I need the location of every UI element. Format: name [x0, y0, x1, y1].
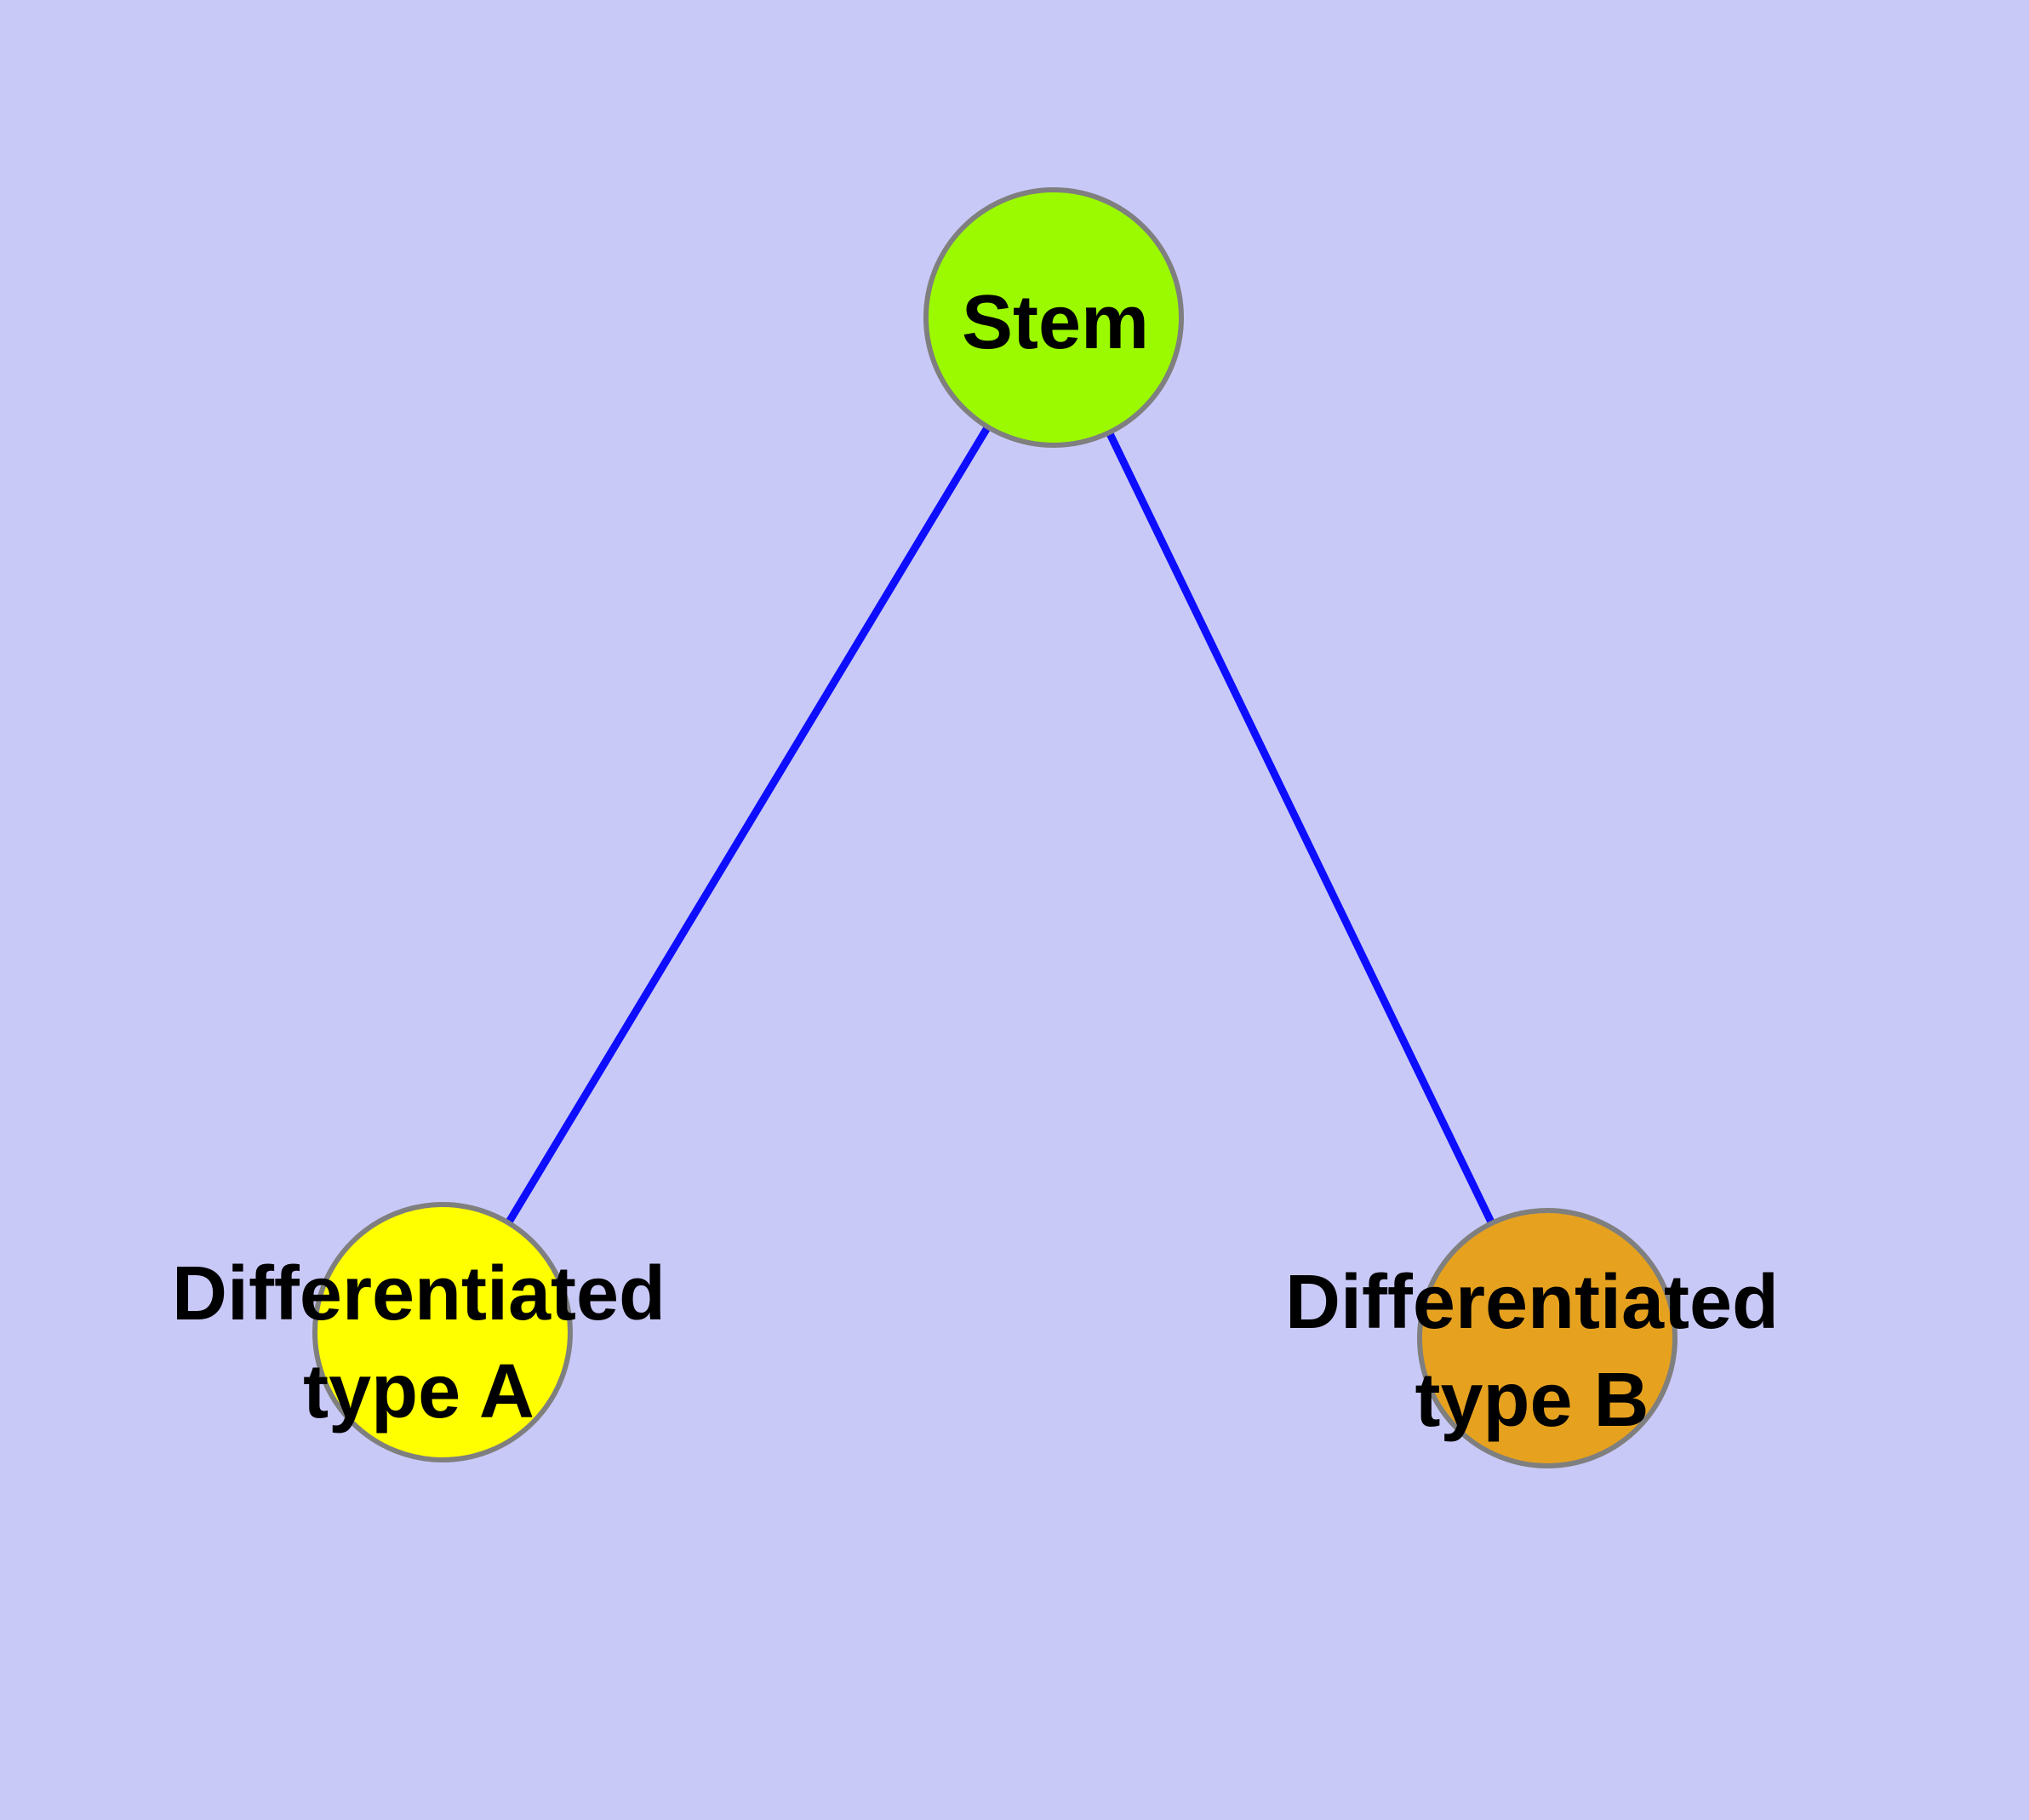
node-differentiated-type-a — [312, 1202, 573, 1462]
node-differentiated-type-b — [1417, 1208, 1677, 1468]
edge-stem-to-type-b — [1049, 316, 1552, 1340]
node-type-b-label-line1: Differentiated — [1285, 1260, 1779, 1345]
edge-stem-to-type-a — [439, 315, 1057, 1335]
node-stem-label: Stem — [962, 280, 1149, 365]
node-type-b-label-line2: type B — [1415, 1358, 1649, 1443]
node-type-a-label-line2: type A — [303, 1349, 534, 1434]
node-stem — [923, 187, 1184, 448]
node-type-a-label-line1: Differentiated — [172, 1251, 666, 1336]
